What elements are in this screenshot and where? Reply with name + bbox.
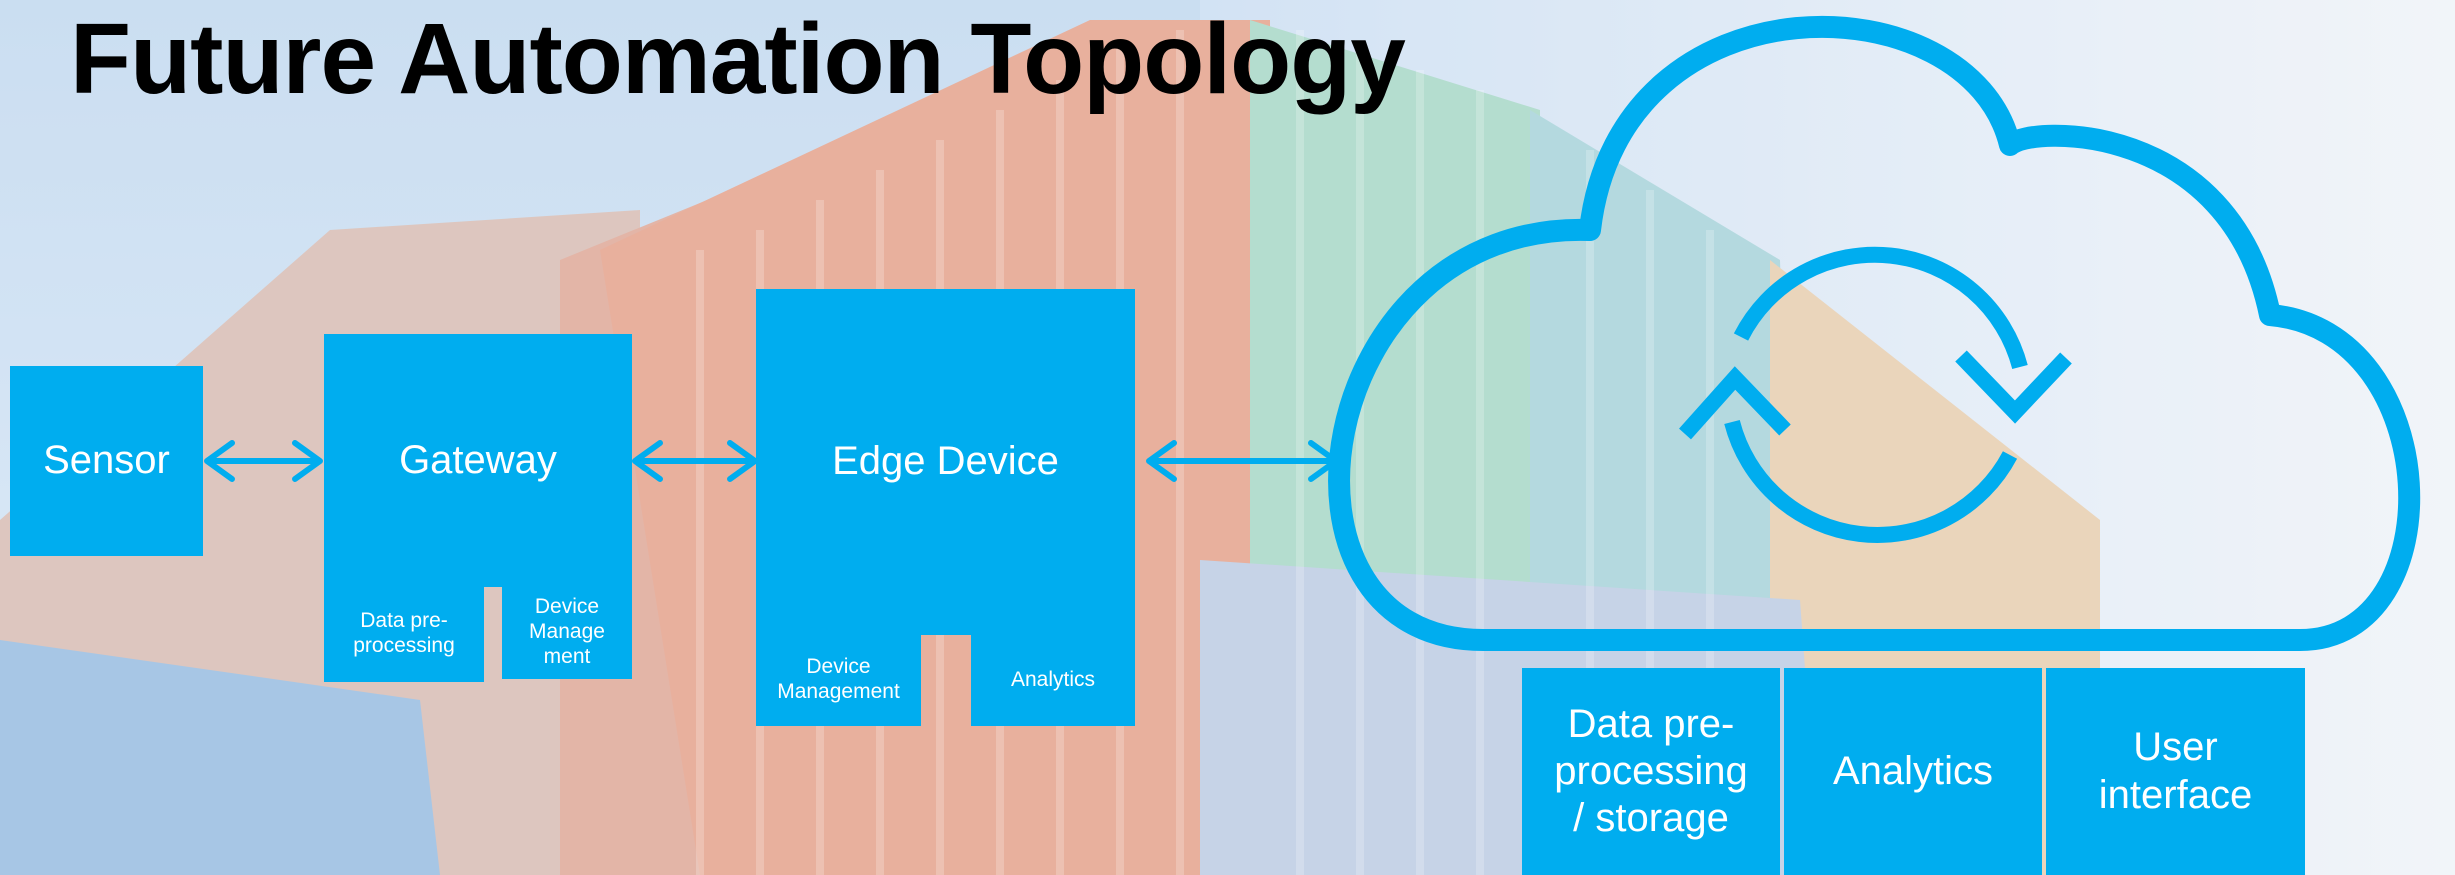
gateway-preprocessing-block: Data pre- processing — [324, 586, 484, 682]
cloud-preprocessing-block: Data pre- processing / storage — [1522, 668, 1780, 875]
edge-analytics-block: Analytics — [971, 634, 1135, 726]
gateway-block: Gateway — [324, 334, 632, 587]
cloud-analytics-label: Analytics — [1832, 748, 1994, 793]
cloud-preprocessing-label: Data pre- processing / storage — [1554, 701, 1748, 841]
edge-device-block: Edge Device — [756, 289, 1135, 635]
gateway-management-label: Device Manage ment — [529, 595, 605, 668]
sensor-label: Sensor — [43, 438, 170, 483]
gateway-label: Gateway — [399, 437, 557, 482]
edge-device-label: Edge Device — [832, 439, 1059, 484]
cloud-user-interface-block: User interface — [2046, 668, 2305, 875]
sensor-block: Sensor — [10, 366, 203, 556]
cloud-user-interface-label: User interface — [2098, 725, 2253, 817]
gateway-management-block: Device Manage ment — [502, 586, 632, 679]
page-title: Future Automation Topology — [70, 3, 1406, 115]
edge-analytics-label: Analytics — [1010, 667, 1096, 691]
edge-management-block: Device Management — [756, 634, 921, 726]
gateway-preprocessing-label: Data pre- processing — [353, 609, 455, 657]
edge-management-label: Device Management — [777, 655, 900, 703]
cloud-analytics-block: Analytics — [1784, 668, 2042, 875]
